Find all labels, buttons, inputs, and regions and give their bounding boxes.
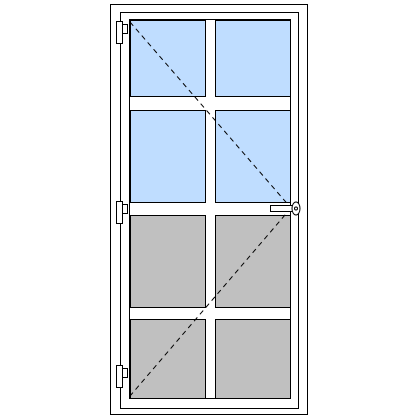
glass-pane [130,20,206,97]
hinge-icon [116,365,128,388]
solid-panel [130,215,206,308]
hinge-icon [116,21,128,44]
hinge-icon [116,201,128,224]
solid-panel [215,319,291,399]
door-handle-icon [270,201,301,216]
glass-pane [215,110,291,203]
solid-panel [215,215,291,308]
glass-pane [215,20,291,97]
solid-panel [130,319,206,399]
glass-pane [130,110,206,203]
